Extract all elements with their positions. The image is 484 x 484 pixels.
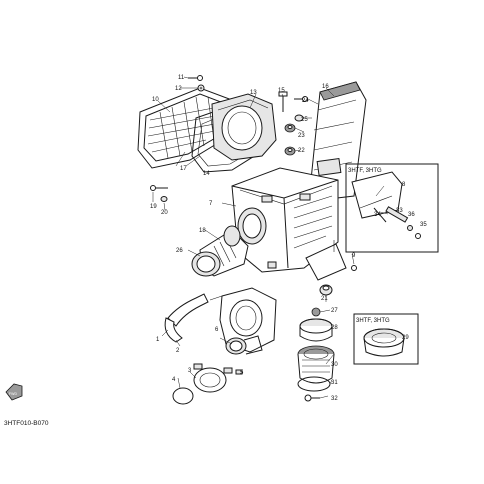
callout-3: 3 xyxy=(188,368,192,374)
joint-pipe-6 xyxy=(225,335,263,355)
callout-9: 9 xyxy=(352,253,356,259)
callout-8: 8 xyxy=(402,182,406,188)
callout-14: 14 xyxy=(203,171,210,177)
callout-4: 4 xyxy=(172,377,176,383)
callout-2: 2 xyxy=(176,348,180,354)
callout-19: 19 xyxy=(150,204,157,210)
callout-6: 6 xyxy=(215,327,219,333)
callout-25: 25 xyxy=(301,117,308,123)
callout-labels: 1 2 3 4 5 6 7 8 9 10 11 12 13 14 15 16 1… xyxy=(150,75,427,402)
callout-1: 1 xyxy=(156,337,160,343)
leader-lines xyxy=(152,76,399,399)
case-cover-plate xyxy=(305,240,357,281)
callout-26: 26 xyxy=(176,248,183,254)
callout-28: 28 xyxy=(331,325,338,331)
callout-15: 15 xyxy=(278,88,285,94)
callout-29: 29 xyxy=(402,335,409,341)
callout-10: 10 xyxy=(152,97,159,103)
hose-clamp-5 xyxy=(193,363,243,393)
breather-hose xyxy=(164,293,209,343)
inset-box-bottom xyxy=(353,313,419,365)
callout-31: 31 xyxy=(331,380,338,386)
callout-16: 16 xyxy=(322,84,329,90)
callout-23: 23 xyxy=(298,133,305,139)
callout-7: 7 xyxy=(209,201,213,207)
callout-30: 30 xyxy=(331,362,338,368)
callout-20: 20 xyxy=(161,210,168,216)
carburetor-joint-assembly xyxy=(209,287,277,353)
inset-box-top xyxy=(345,163,439,253)
callout-24: 24 xyxy=(302,98,309,104)
small-hardware xyxy=(188,75,308,156)
callout-13: 13 xyxy=(250,90,257,96)
air-filter-case xyxy=(231,167,339,273)
bolt-19-20 xyxy=(150,185,168,202)
drain-plug-21 xyxy=(319,284,333,296)
right-parts-stack xyxy=(297,307,335,402)
callout-32: 32 xyxy=(331,396,338,402)
inset-label-top: 3HTF, 3HTG xyxy=(348,168,382,174)
callout-12: 12 xyxy=(175,86,182,92)
callout-36: 36 xyxy=(408,212,415,218)
intake-joint xyxy=(191,225,249,277)
callout-27: 27 xyxy=(331,308,338,314)
drawing-code: 3HTF010-B070 xyxy=(4,420,49,427)
callout-22: 22 xyxy=(298,148,305,154)
callout-5: 5 xyxy=(240,370,244,376)
air-filter-element xyxy=(211,93,277,161)
front-arrow-icon: FWD xyxy=(5,383,23,401)
intake-duct xyxy=(309,81,367,201)
o-ring-4 xyxy=(172,387,194,405)
callout-17: 17 xyxy=(180,166,187,172)
callout-11: 11 xyxy=(178,75,185,81)
front-arrow-label: FWD xyxy=(9,392,17,396)
callout-21: 21 xyxy=(321,296,328,302)
callout-18: 18 xyxy=(199,228,206,234)
callout-34: 34 xyxy=(374,212,381,218)
callout-35: 35 xyxy=(420,222,427,228)
inset-label-bottom: 3HTF, 3HTG xyxy=(356,318,390,324)
callout-33: 33 xyxy=(396,208,403,214)
